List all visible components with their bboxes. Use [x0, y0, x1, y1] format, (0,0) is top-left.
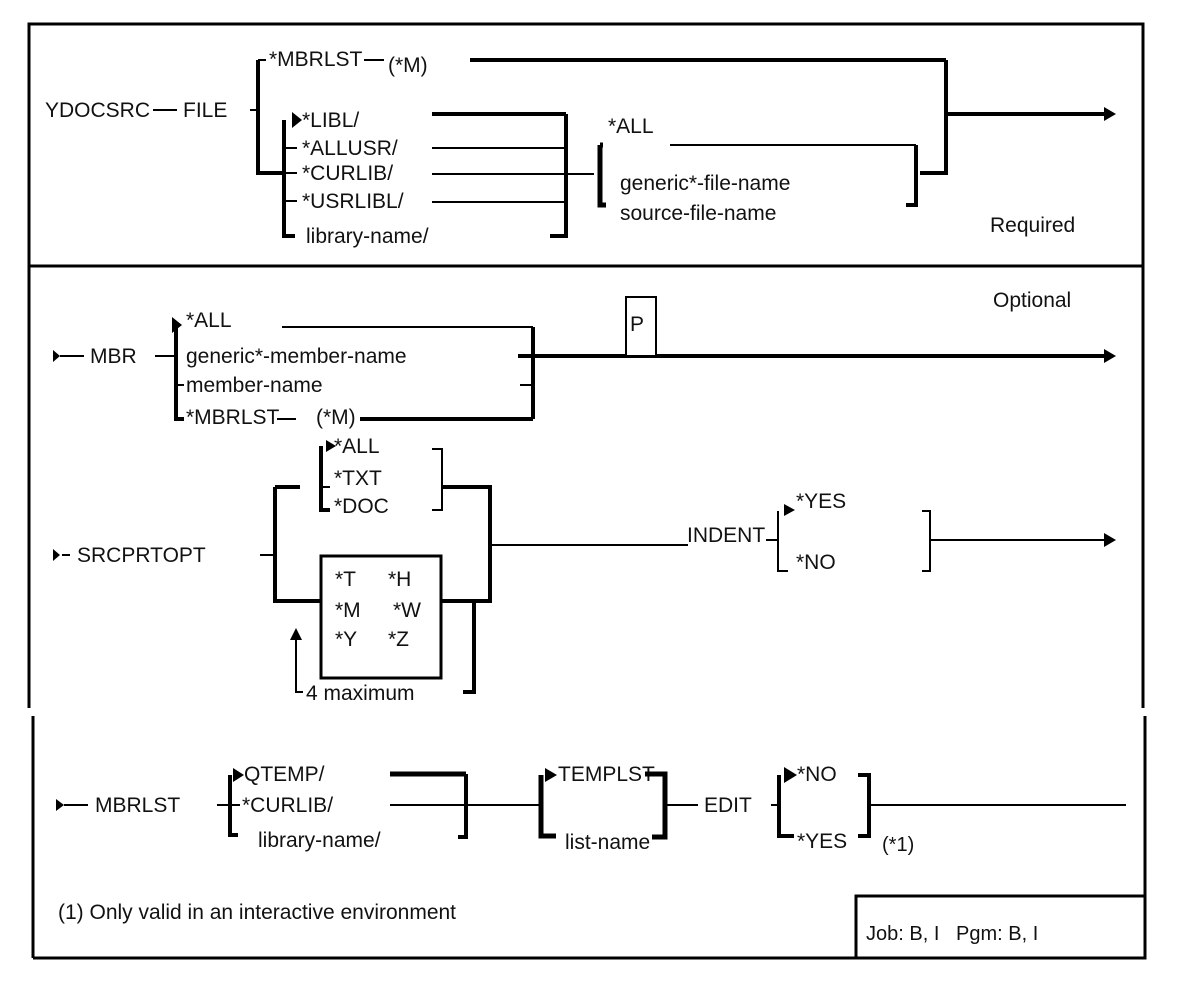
- mbr-option: *MBRLST: [186, 406, 280, 429]
- mbrlst-library-left-bracket: [228, 775, 238, 837]
- start-arrow-icon: [53, 350, 60, 362]
- file-name-left-bracket: [597, 145, 606, 208]
- mbr-parameter: MBR *ALL generic*-member-name member-nam…: [53, 296, 1116, 429]
- list-option: list-name: [565, 831, 650, 854]
- mbr-keyword: MBR: [90, 345, 137, 368]
- default-arrow-icon: [326, 440, 336, 452]
- srcprtopt-outer-left: [273, 487, 322, 603]
- end-arrow-icon: [1104, 107, 1116, 121]
- repeat-note: 4 maximum: [306, 682, 415, 705]
- repeat-loop-right: [463, 601, 476, 694]
- library-option: *LIBL/: [302, 109, 359, 132]
- srcprtopt-multi-option: *T: [335, 568, 356, 591]
- indent-parameter: INDENT *YES *NO: [687, 490, 1116, 574]
- positional-marker: P: [630, 313, 644, 336]
- file-mbrlst-note: (*M): [388, 54, 428, 77]
- required-label: Required: [990, 214, 1075, 237]
- file-name-right-bracket: [906, 145, 918, 207]
- mbr-mbrlst-note: (*M): [316, 406, 356, 429]
- optional-section: Optional MBR *ALL generic*-member-name m…: [53, 289, 1116, 705]
- repeat-arrow-icon: [290, 628, 302, 640]
- default-arrow-icon: [545, 768, 557, 782]
- default-arrow-icon: [784, 767, 797, 783]
- required-section-frame: [27, 22, 1145, 268]
- indent-left-bracket: [777, 511, 788, 572]
- file-option-mbrlst: *MBRLST: [269, 48, 363, 71]
- library-choice-left-bracket: [282, 120, 295, 238]
- end-arrow-icon: [1104, 533, 1116, 547]
- edit-footnote-ref: (*1): [882, 834, 914, 856]
- file-option-generic: generic*-file-name: [620, 172, 790, 195]
- default-arrow-icon: [784, 504, 795, 516]
- srcprtopt-multi-option: *W: [393, 599, 421, 622]
- file-choice-right-bracket: [920, 60, 948, 175]
- positional-marker-box: [625, 296, 657, 357]
- indent-option: *NO: [796, 551, 836, 574]
- file-keyword: FILE: [183, 99, 227, 122]
- mbr-left-bracket: [174, 326, 184, 421]
- srcprtopt-parameter: SRCPRTOPT *ALL *TXT *DOC *T *H *M *W *Y …: [53, 435, 688, 705]
- edit-option: *NO: [797, 763, 837, 786]
- library-option: *CURLIB/: [302, 162, 393, 185]
- mbr-option: *ALL: [186, 309, 232, 332]
- edit-option: *YES: [797, 830, 847, 853]
- mbrlst-library-option: *CURLIB/: [242, 794, 333, 817]
- mbrlst-library-right-bracket: [458, 774, 468, 839]
- list-option: TEMPLST: [558, 763, 655, 786]
- srcprtopt-single-option: *DOC: [334, 495, 389, 518]
- indent-keyword: INDENT: [687, 524, 765, 547]
- indent-option: *YES: [796, 490, 846, 513]
- srcprtopt-keyword: SRCPRTOPT: [77, 544, 206, 567]
- optional-label: Optional: [993, 289, 1071, 312]
- single-option-left-bracket: [319, 446, 330, 512]
- environment-text: Job: B, I Pgm: B, I: [866, 923, 1038, 945]
- single-option-right-bracket: [432, 448, 443, 511]
- srcprtopt-single-option: *TXT: [334, 467, 382, 490]
- default-arrow-icon: [292, 112, 302, 128]
- edit-right-bracket: [858, 773, 871, 838]
- library-option: *USRLIBL/: [302, 190, 404, 213]
- srcprtopt-multi-option: *M: [335, 599, 361, 622]
- default-arrow-icon: [233, 768, 244, 782]
- file-option-all: *ALL: [608, 115, 654, 138]
- list-left-bracket: [538, 775, 556, 839]
- library-option: *ALLUSR/: [302, 137, 398, 160]
- file-choice-bracket: [256, 60, 285, 175]
- srcprtopt-outer-right: [441, 485, 492, 603]
- srcprtopt-multi-option: *Z: [388, 628, 409, 651]
- environment-box: [854, 894, 1147, 960]
- mbrlst-library-option: library-name/: [258, 829, 381, 852]
- diagram-frames: [27, 22, 1147, 960]
- multi-option-box: [319, 554, 443, 680]
- edit-keyword: EDIT: [704, 794, 752, 817]
- repeat-loop-left: [295, 636, 303, 693]
- library-choice-right-bracket: [550, 114, 568, 238]
- footnote-text: (1) Only valid in an interactive environ…: [58, 901, 456, 924]
- indent-right-bracket: [922, 510, 931, 572]
- edit-left-bracket: [777, 775, 794, 838]
- srcprtopt-multi-option: *H: [388, 568, 411, 591]
- srcprtopt-single-option: *ALL: [334, 435, 380, 458]
- mbrlst-keyword: MBRLST: [95, 794, 180, 817]
- mbrlst-library-option: QTEMP/: [244, 763, 325, 786]
- library-option: library-name/: [306, 225, 429, 248]
- required-section: YDOCSRC FILE *MBRLST (*M) *LIBL/ *ALLUSR…: [45, 48, 1116, 248]
- end-arrow-icon: [1104, 349, 1116, 363]
- mbr-option: member-name: [186, 374, 323, 397]
- command-name: YDOCSRC: [45, 99, 150, 122]
- srcprtopt-multi-option: *Y: [335, 628, 357, 651]
- start-arrow-icon: [53, 549, 60, 561]
- file-option-source: source-file-name: [620, 202, 776, 225]
- start-arrow-icon: [56, 799, 64, 811]
- default-arrow-icon: [172, 317, 182, 333]
- mbrlst-section: MBRLST QTEMP/ *CURLIB/ library-name/ TEM…: [56, 763, 1126, 945]
- mbr-option: generic*-member-name: [186, 345, 407, 368]
